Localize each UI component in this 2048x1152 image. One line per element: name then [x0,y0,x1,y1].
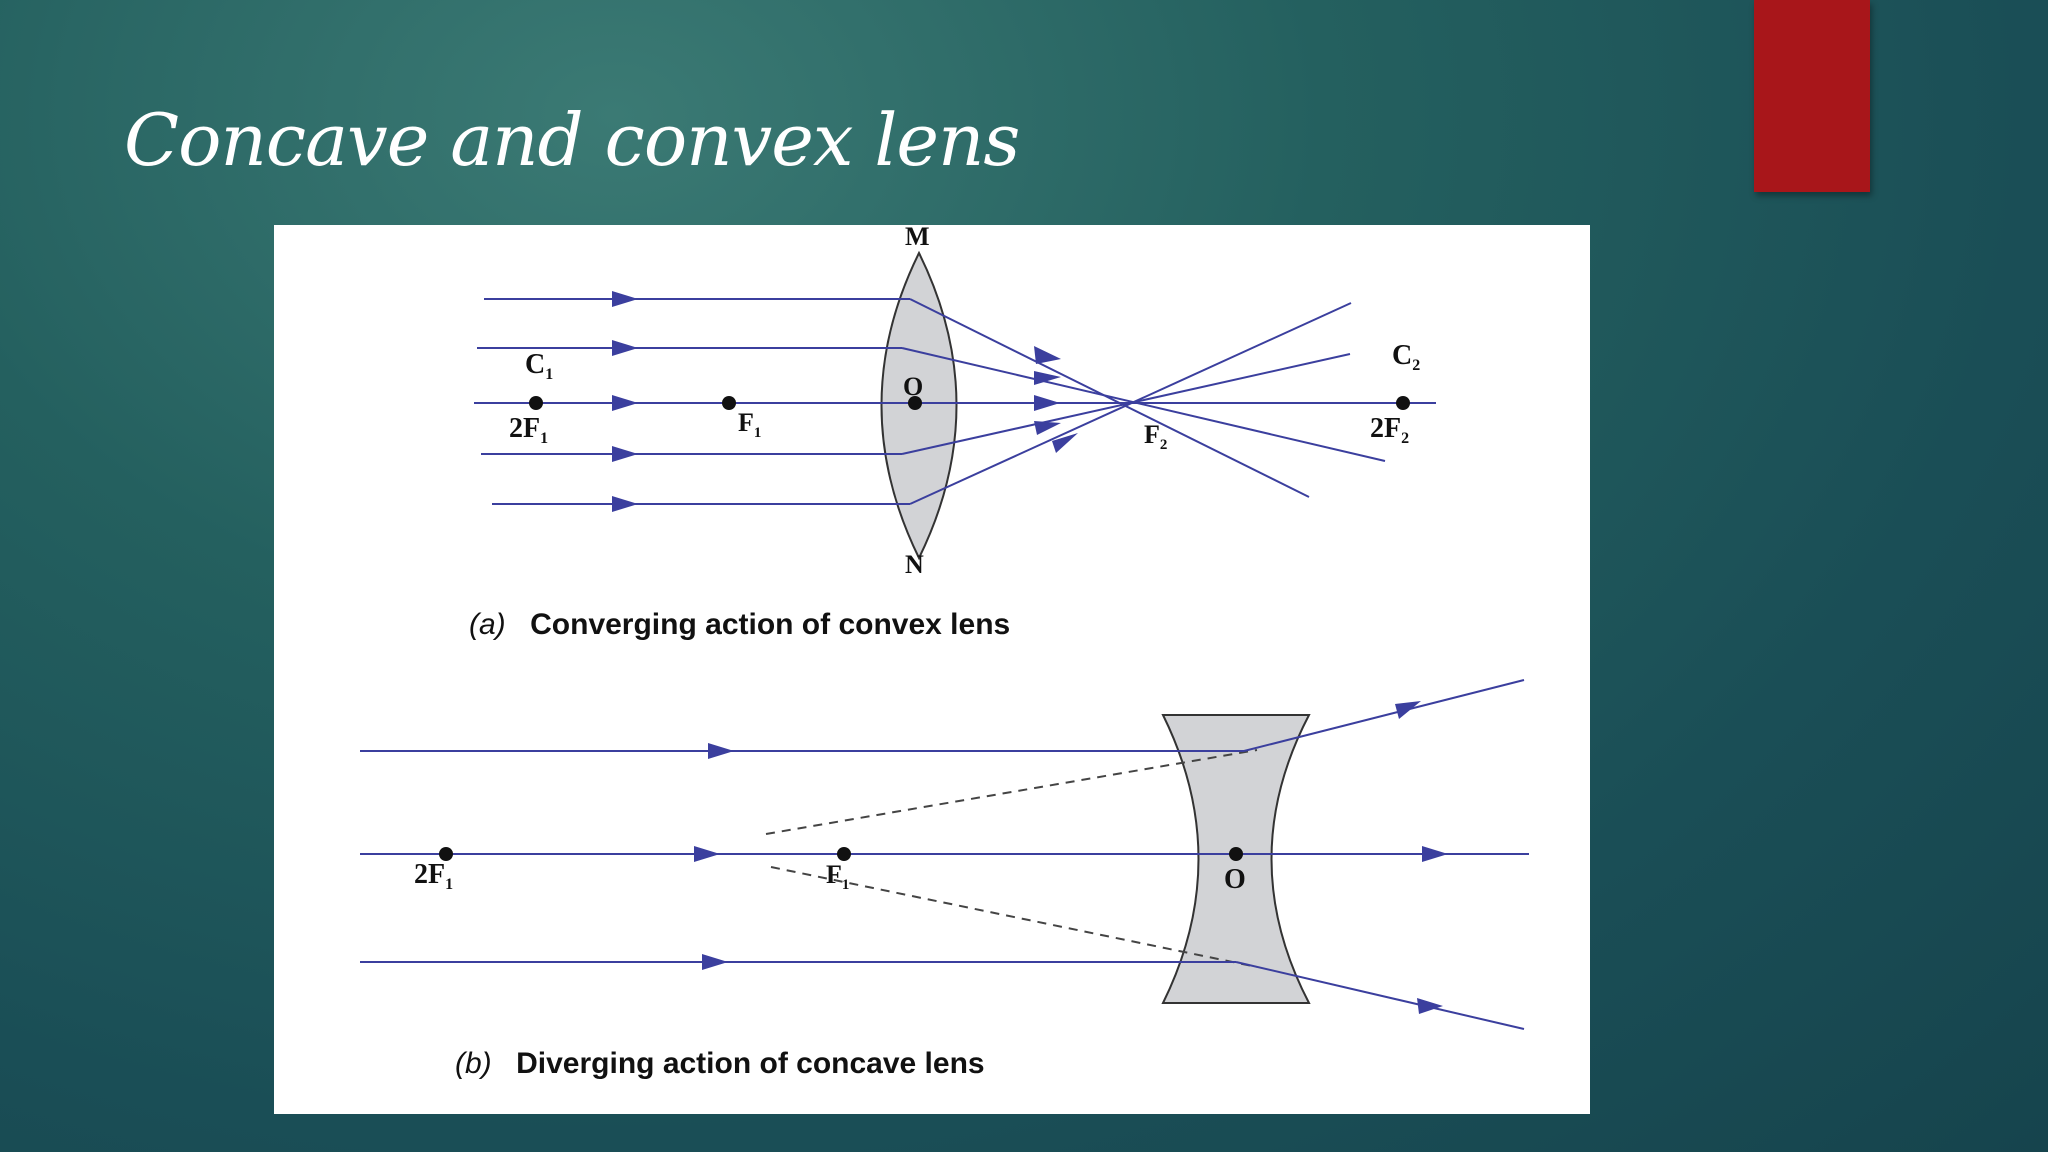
ray-arrow [1417,998,1443,1014]
slide-title: Concave and convex lens [124,98,1020,182]
label-f1: F [738,408,754,437]
label-f2-sub: 2 [1160,437,1168,453]
point-optical-center [908,396,922,410]
point-f1 [837,847,851,861]
svg-text:(a) Converging action: (a) Converging action of convex lens [469,608,1010,641]
accent-bar [1754,0,1870,192]
label-2f1-sub: 1 [445,876,453,893]
svg-text:O: O [1224,864,1246,895]
label-2f2: 2F [1370,413,1401,444]
ray-arrow [612,446,638,462]
ray-arrow [702,954,728,970]
point-2f1 [529,396,543,410]
label-n: N [905,550,924,579]
ray-arrow [612,395,638,411]
convex-lens-diagram: M N O C1 2F1 F1 F2 C2 2F2 (a) Converging… [469,225,1436,641]
ray-arrow [1052,433,1078,453]
label-c2-sub: 2 [1412,357,1420,374]
point-f1 [722,396,736,410]
label-o: O [1224,864,1246,895]
label-c2: C [1392,340,1412,371]
label-2f1-sub: 1 [540,430,548,447]
svg-text:2F1: 2F1 [414,859,453,893]
refracted-ray [901,353,1351,455]
ray-arrow [1034,371,1061,385]
svg-text:N: N [905,550,924,579]
svg-text:2F2: 2F2 [1370,413,1409,447]
label-f1: F [826,860,842,889]
ray-arrow [708,743,734,759]
refracted-ray [1243,679,1525,752]
ray-arrow [612,496,638,512]
label-m: M [905,225,930,251]
ray-arrow [1395,701,1421,719]
point-2f1 [439,847,453,861]
lens-figure: M N O C1 2F1 F1 F2 C2 2F2 (a) Converging… [274,225,1590,1114]
ray-arrow [1422,846,1448,862]
caption-a-tag: (a) [469,608,506,641]
caption-b-tag: (b) [455,1047,492,1080]
refracted-ray [909,298,1310,498]
concave-lens-diagram: 2F1 F1 O (b) Diverging action of concave… [360,679,1529,1080]
svg-text:M: M [905,225,930,251]
refracted-ray [909,302,1352,505]
svg-text:(b) Diverging action o: (b) Diverging action of concave lens [455,1047,985,1080]
svg-text:F1: F1 [738,408,761,441]
label-f1-sub: 1 [842,877,850,893]
svg-text:F2: F2 [1144,420,1167,453]
label-2f1: 2F [509,413,540,444]
caption-b-text: Diverging action of concave lens [516,1047,984,1080]
virtual-ray-line [770,866,1258,968]
refracted-ray [901,347,1386,462]
label-c1: C [525,349,545,380]
ray-arrow [1034,346,1061,364]
svg-text:C2: C2 [1392,340,1420,374]
point-optical-center [1229,847,1243,861]
ray-arrow [1034,421,1061,435]
virtual-ray-line [765,749,1258,835]
label-f1-sub: 1 [754,425,762,441]
label-c1-sub: 1 [545,366,553,383]
svg-text:2F1: 2F1 [509,413,548,447]
svg-text:O: O [903,372,923,401]
caption-a-text: Converging action of convex lens [530,608,1010,641]
ray-arrow [694,846,720,862]
point-2f2 [1396,396,1410,410]
ray-arrow [1034,395,1060,411]
label-2f2-sub: 2 [1401,430,1409,447]
ray-arrow [612,291,638,307]
ray-arrow [612,340,638,356]
label-f2: F [1144,420,1160,449]
svg-text:F1: F1 [826,860,849,893]
refracted-ray [1235,961,1525,1030]
svg-text:C1: C1 [525,349,553,383]
label-o: O [903,372,923,401]
label-2f1: 2F [414,859,445,890]
